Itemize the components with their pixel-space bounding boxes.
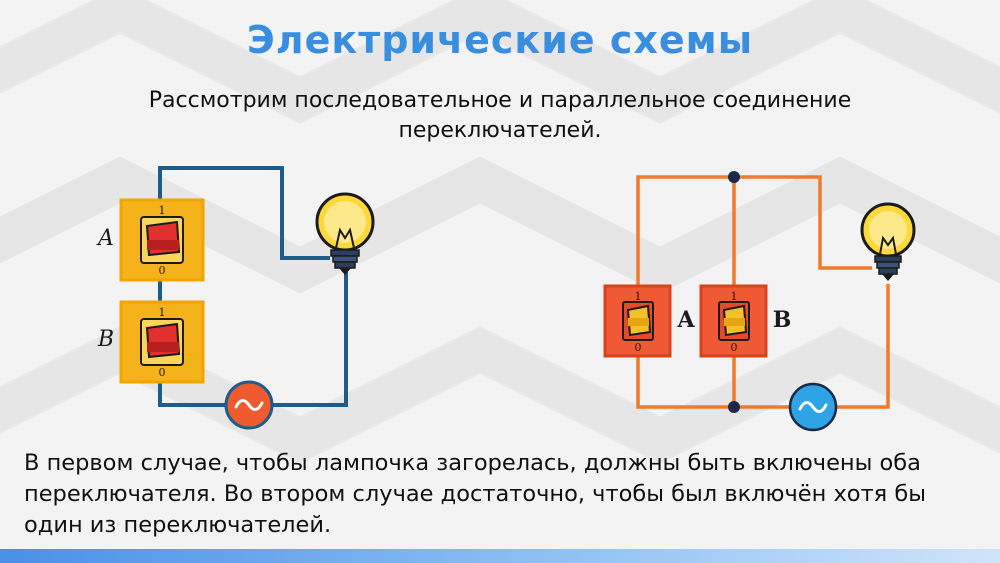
parallel-switch-a-top-mark: 1: [635, 290, 642, 303]
parallel-switch-b-label: B: [773, 307, 792, 333]
series-switch-b-bottom-mark: 0: [159, 366, 166, 379]
parallel-switch-b-top-mark: 1: [731, 290, 738, 303]
series-switch-a: 1 0: [119, 198, 205, 282]
page-title: Электрические схемы: [246, 18, 754, 62]
series-wires: [158, 166, 348, 407]
parallel-switch-a: 1 0: [603, 284, 672, 358]
explanation-text: В первом случае, чтобы лампочка загорела…: [24, 450, 926, 538]
series-switch-b-top-mark: 1: [159, 306, 166, 319]
parallel-switch-b-bottom-mark: 0: [731, 341, 738, 354]
series-switch-b-label: B: [97, 327, 114, 352]
series-ac-source-icon: [224, 380, 274, 430]
parallel-switch-b: 1 0: [699, 284, 768, 358]
footer-bar: [0, 549, 1000, 563]
series-switch-b: 1 0: [119, 300, 205, 384]
series-switch-a-label: A: [96, 226, 114, 251]
parallel-lightbulb-icon: [860, 202, 916, 281]
parallel-switch-a-bottom-mark: 0: [635, 341, 642, 354]
subtitle: Рассмотрим последовательное и параллельн…: [148, 88, 852, 143]
parallel-ac-source-icon: [788, 382, 838, 432]
junction-bottom: [728, 401, 740, 413]
parallel-switch-a-label: A: [676, 307, 695, 333]
series-switch-a-top-mark: 1: [159, 204, 166, 217]
series-lightbulb-icon: [315, 192, 375, 275]
junction-top: [728, 171, 740, 183]
series-switch-a-bottom-mark: 0: [159, 264, 166, 277]
